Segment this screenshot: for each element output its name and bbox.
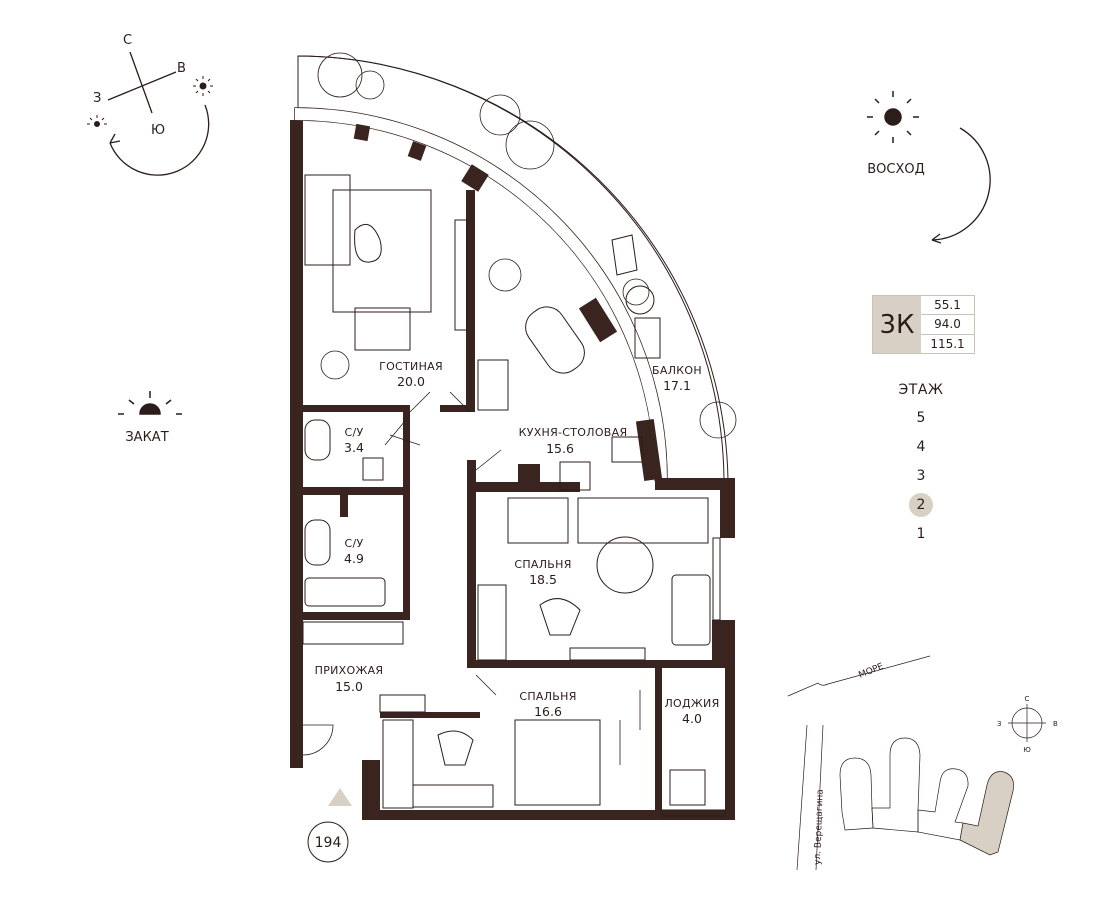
balcony-outline xyxy=(297,55,729,481)
apartment-number: 194 xyxy=(315,835,342,851)
room-bath1-area: 3.4 xyxy=(344,440,364,455)
room-loggia-area: 4.0 xyxy=(682,711,702,726)
furniture xyxy=(302,174,711,809)
floor-title: ЭТАЖ xyxy=(898,382,944,398)
room-bedroom2-area: 16.6 xyxy=(534,704,562,719)
sunset-label: ЗАКАТ xyxy=(125,430,168,445)
compass-west: З xyxy=(93,91,101,106)
room-bath2-area: 4.9 xyxy=(344,551,364,566)
map-compass-north: С xyxy=(1025,695,1030,703)
room-hall-area: 15.0 xyxy=(335,679,363,694)
room-bath1-name: С/У xyxy=(345,426,364,439)
area-with-balcony: 115.1 xyxy=(930,336,965,351)
compass-east: В xyxy=(177,61,186,76)
room-hall-name: ПРИХОЖАЯ xyxy=(315,664,384,677)
floor-3-button[interactable]: 3 xyxy=(916,468,926,484)
sun-path-arrow xyxy=(931,127,991,244)
sun-small-icon xyxy=(87,76,213,127)
sunrise-label: ВОСХОД xyxy=(867,162,925,177)
apartment-areas: 55.1 94.0 115.1 xyxy=(921,296,974,353)
sea-label: МОРЕ xyxy=(857,662,885,681)
floor-5-button[interactable]: 5 xyxy=(916,410,926,426)
plant-decor xyxy=(317,52,737,439)
room-kitchen-area: 15.6 xyxy=(546,441,574,456)
map-compass-east: В xyxy=(1053,720,1058,728)
room-living-area: 20.0 xyxy=(397,374,425,389)
room-living-name: ГОСТИНАЯ xyxy=(379,360,443,373)
room-bedroom1-area: 18.5 xyxy=(529,572,557,587)
room-loggia-name: ЛОДЖИЯ xyxy=(664,697,719,710)
windows xyxy=(661,537,726,817)
apartment-number-badge xyxy=(307,821,349,863)
map-compass-west: З xyxy=(997,720,1002,728)
area-living: 55.1 xyxy=(921,296,974,316)
floor-2-button[interactable]: 2 xyxy=(909,493,933,517)
compass-north: С xyxy=(123,33,132,48)
room-balcony-area: 17.1 xyxy=(663,378,691,393)
floor-selector: ЭТАЖ 5 4 3 2 1 xyxy=(895,382,947,551)
room-bath2-name: С/У xyxy=(345,537,364,550)
compass-rose xyxy=(107,51,210,176)
walls xyxy=(290,107,735,820)
room-kitchen-name: КУХНЯ-СТОЛОВАЯ xyxy=(519,426,628,439)
map-compass-south: Ю xyxy=(1023,746,1031,754)
apartment-type: 3К xyxy=(873,296,921,353)
room-bedroom1-name: СПАЛЬНЯ xyxy=(514,558,571,571)
compass-south: Ю xyxy=(151,123,165,138)
doors xyxy=(302,391,641,765)
floor-4-button[interactable]: 4 xyxy=(916,439,926,455)
apartment-type-box: 3К 55.1 94.0 115.1 xyxy=(872,295,975,354)
sunset-icon xyxy=(118,391,182,415)
street-label: ул. Верещагина xyxy=(813,789,826,865)
floor-1-button[interactable]: 1 xyxy=(916,526,926,542)
site-map xyxy=(787,655,1046,871)
room-bedroom2-name: СПАЛЬНЯ xyxy=(519,690,576,703)
room-balcony-name: БАЛКОН xyxy=(652,364,702,377)
entrance-marker-icon xyxy=(328,788,352,806)
sunrise-icon xyxy=(867,91,919,143)
area-total: 94.0 xyxy=(921,315,974,335)
